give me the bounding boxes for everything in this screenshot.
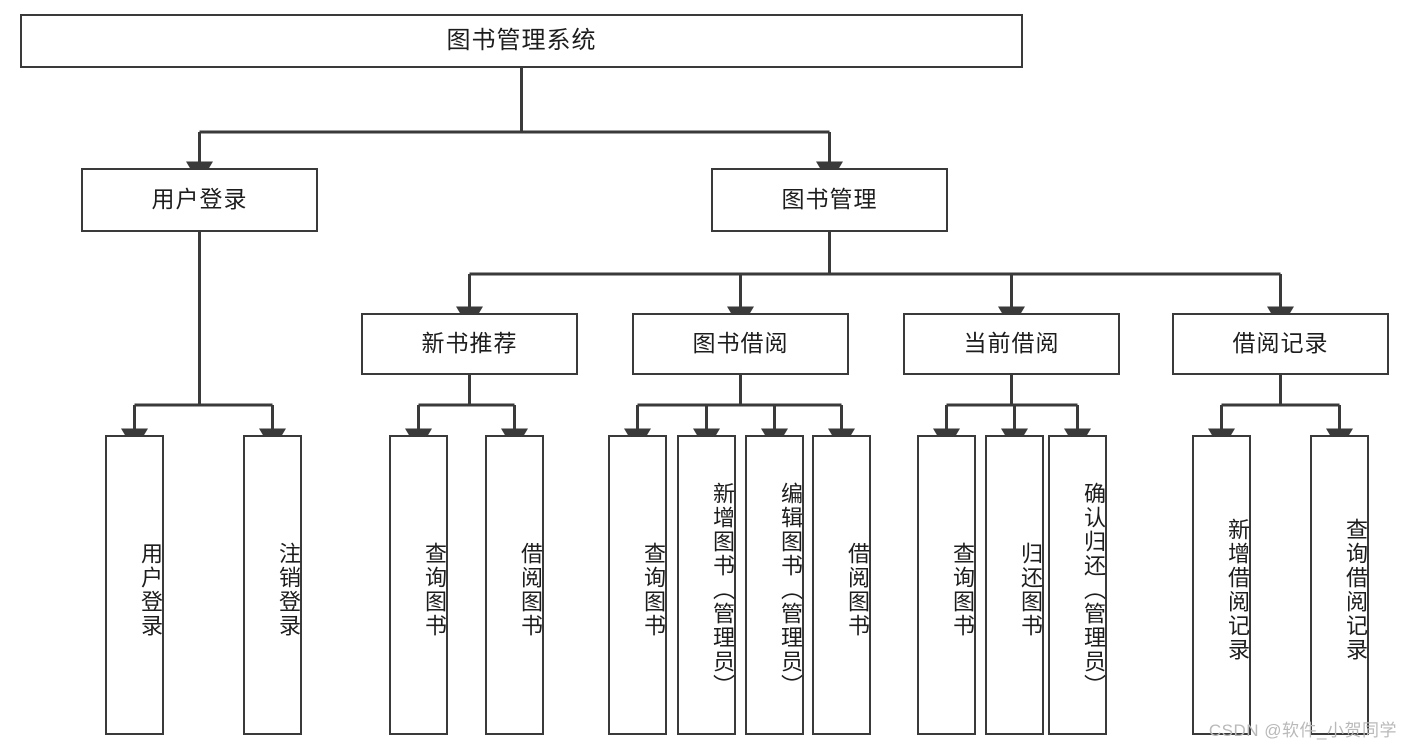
leaf-return-book[interactable]: 归还图书: [985, 435, 1044, 735]
leaf-borrow-book-recommend[interactable]: 借阅图书: [485, 435, 544, 735]
node-borrow-record[interactable]: 借阅记录: [1172, 313, 1389, 375]
node-root[interactable]: 图书管理系统: [20, 14, 1023, 68]
leaf-logout-login[interactable]: 注销登录: [243, 435, 302, 735]
leaf-edit-book-admin[interactable]: 编辑图书（管理员）: [745, 435, 804, 735]
node-current-borrow[interactable]: 当前借阅: [903, 313, 1120, 375]
leaf-confirm-return-admin[interactable]: 确认归还（管理员）: [1048, 435, 1107, 735]
watermark-text: CSDN @软件_小贺同学: [1208, 721, 1397, 740]
leaf-query-book-borrow[interactable]: 查询图书: [608, 435, 667, 735]
leaf-query-book-current[interactable]: 查询图书: [917, 435, 976, 735]
node-user-login[interactable]: 用户登录: [81, 168, 318, 232]
node-book-borrow[interactable]: 图书借阅: [632, 313, 849, 375]
node-book-manage[interactable]: 图书管理: [711, 168, 948, 232]
leaf-add-borrow-record[interactable]: 新增借阅记录: [1192, 435, 1251, 735]
leaf-add-book-admin[interactable]: 新增图书（管理员）: [677, 435, 736, 735]
leaf-query-book-recommend[interactable]: 查询图书: [389, 435, 448, 735]
node-new-book-recommend[interactable]: 新书推荐: [361, 313, 578, 375]
leaf-user-login[interactable]: 用户登录: [105, 435, 164, 735]
leaf-borrow-book[interactable]: 借阅图书: [812, 435, 871, 735]
leaf-query-borrow-record[interactable]: 查询借阅记录: [1310, 435, 1369, 735]
